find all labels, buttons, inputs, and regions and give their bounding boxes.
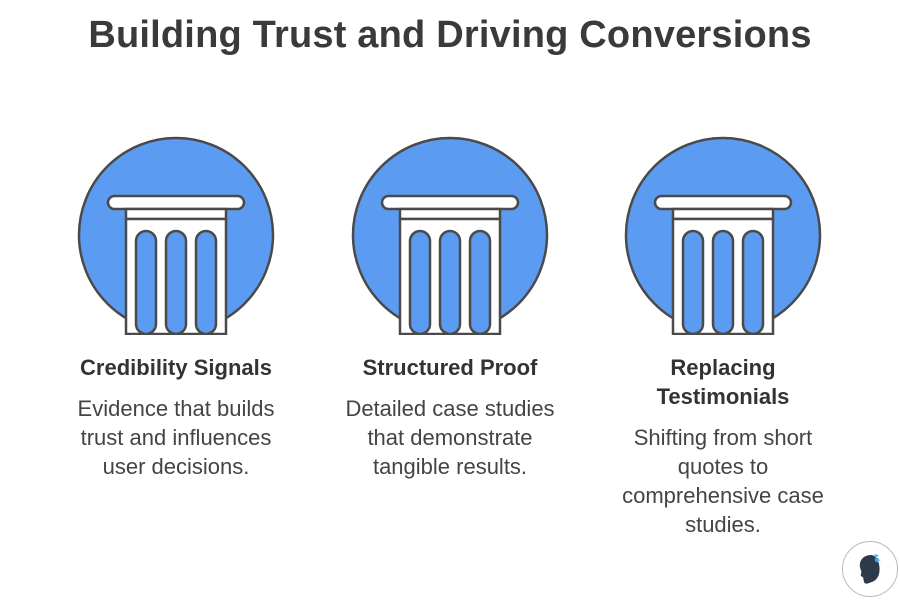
pillar-card-replacing-testimonials: Replacing Testimonials Shifting from sho… [603, 135, 843, 539]
pillar-card-credibility-signals: Credibility Signals Evidence that builds… [56, 135, 296, 481]
profile-avatar-badge[interactable] [842, 541, 898, 597]
pillar-heading: Replacing Testimonials [656, 355, 790, 409]
pillar-card-structured-proof: Structured Proof Detailed case studies t… [330, 135, 570, 481]
page-title: Building Trust and Driving Conversions [88, 14, 812, 56]
pillar-heading: Structured Proof [362, 355, 538, 380]
profile-avatar-icon [859, 554, 881, 584]
pillar-heading: Credibility Signals [80, 355, 272, 380]
pillar-description: Detailed case studies that demonstrate t… [345, 396, 555, 479]
pillar-icon [76, 135, 276, 335]
pillar-description: Shifting from short quotes to comprehens… [622, 425, 824, 537]
pillar-icon [623, 135, 823, 335]
pillar-icon [350, 135, 550, 335]
pillar-description: Evidence that builds trust and influence… [77, 396, 275, 479]
